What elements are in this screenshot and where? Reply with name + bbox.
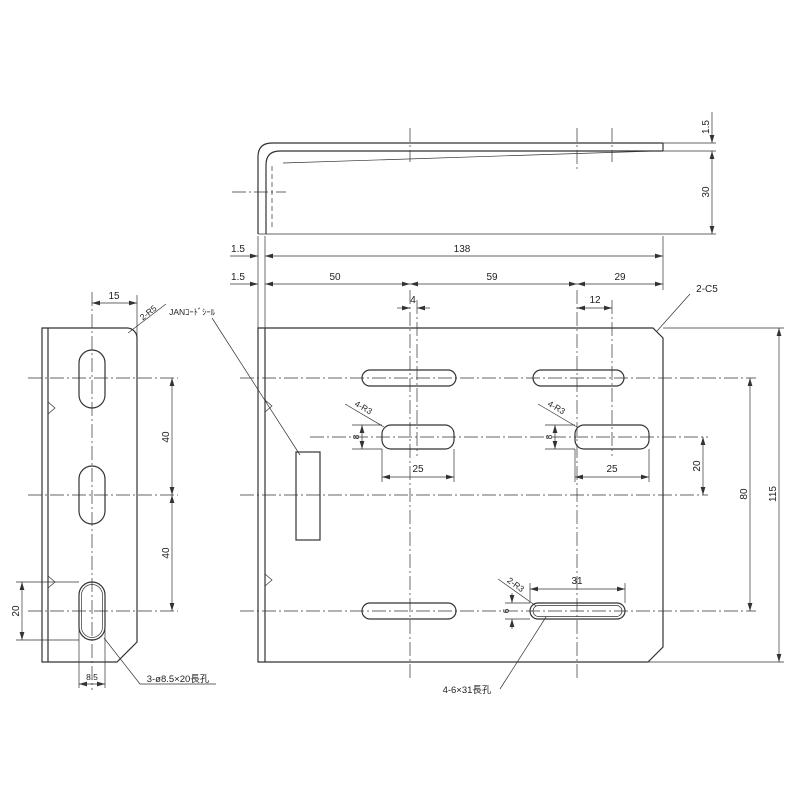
top-view-flange-edge — [282, 150, 656, 164]
radius-left-label: 4-R3 — [353, 398, 374, 416]
top-view: 1.5 30 1.5 138 — [230, 112, 716, 290]
leader-line — [537, 403, 578, 428]
leader-line — [127, 303, 167, 334]
front-slot-note: 4-6×31長孔 — [443, 685, 492, 696]
top-view-thickness-label: 1.5 — [701, 120, 712, 134]
dim-31-label: 31 — [571, 576, 583, 587]
slot-length-right-label: 25 — [606, 464, 618, 475]
leader-line — [499, 616, 547, 690]
plate-outline — [257, 327, 664, 663]
top-view-length-label: 138 — [454, 244, 471, 255]
top-view-height-label: 30 — [701, 186, 712, 198]
bend-mark — [264, 573, 273, 587]
dim-50-label: 50 — [329, 272, 341, 283]
leader-line — [211, 317, 301, 456]
dim-15-label: 15 — [108, 291, 120, 302]
slot-top-left — [361, 369, 457, 387]
slot-height-left-label: 8 — [351, 434, 361, 439]
top-view-left-thickness-label: 1.5 — [231, 244, 245, 255]
side-slot-note: 3-ø8.5×20長孔 — [147, 674, 210, 685]
dim-8-5-label: 8.5 — [86, 672, 98, 682]
leader-line — [497, 578, 537, 607]
dim-115-label: 115 — [768, 486, 779, 502]
dim-59-label: 59 — [486, 272, 498, 283]
slot-height-right-label: 8 — [544, 434, 554, 439]
dim-40-top-label: 40 — [161, 431, 172, 443]
dim-20-label: 20 — [692, 460, 703, 472]
bend-mark — [47, 401, 56, 415]
leader-line — [656, 293, 691, 332]
dim-6-label: 6 — [501, 608, 511, 613]
top-view-outer-edge — [257, 142, 663, 234]
side-dim-20-label: 20 — [11, 605, 22, 617]
slot-top-right — [532, 369, 625, 387]
radius-right-label: 4-R3 — [546, 398, 567, 416]
slot-length-left-label: 25 — [412, 464, 424, 475]
dim-4-label: 4 — [410, 295, 416, 306]
slot-bottom-left — [361, 602, 457, 620]
chamfer-label: 2-C5 — [696, 284, 718, 295]
slot-middle-right — [574, 424, 650, 450]
slot-bottom-right-inner — [532, 605, 623, 617]
slot-middle-left — [381, 424, 455, 450]
side-view: 15 2-R5 JANｺｰﾄﾞｼｰﾙ 40 40 20 8.5 3-ø8.5×2… — [11, 291, 301, 690]
dim-40-bottom-label: 40 — [161, 547, 172, 559]
front-view-thickness-label: 1.5 — [231, 272, 245, 283]
bend-mark — [264, 399, 273, 413]
front-view: 1.5 50 59 29 4 12 — [230, 262, 784, 696]
dim-12-label: 12 — [589, 295, 601, 306]
dim-29-label: 29 — [614, 272, 626, 283]
dim-80-label: 80 — [739, 488, 750, 500]
leader-line — [103, 637, 216, 685]
slot-bottom-right — [529, 602, 626, 620]
leader-line — [344, 403, 385, 428]
top-view-inner-edge — [265, 150, 663, 234]
jan-code-sticker — [295, 451, 321, 541]
side-radius-label: 2-R5 — [138, 303, 159, 322]
jan-code-note: JANｺｰﾄﾞｼｰﾙ — [169, 307, 216, 317]
